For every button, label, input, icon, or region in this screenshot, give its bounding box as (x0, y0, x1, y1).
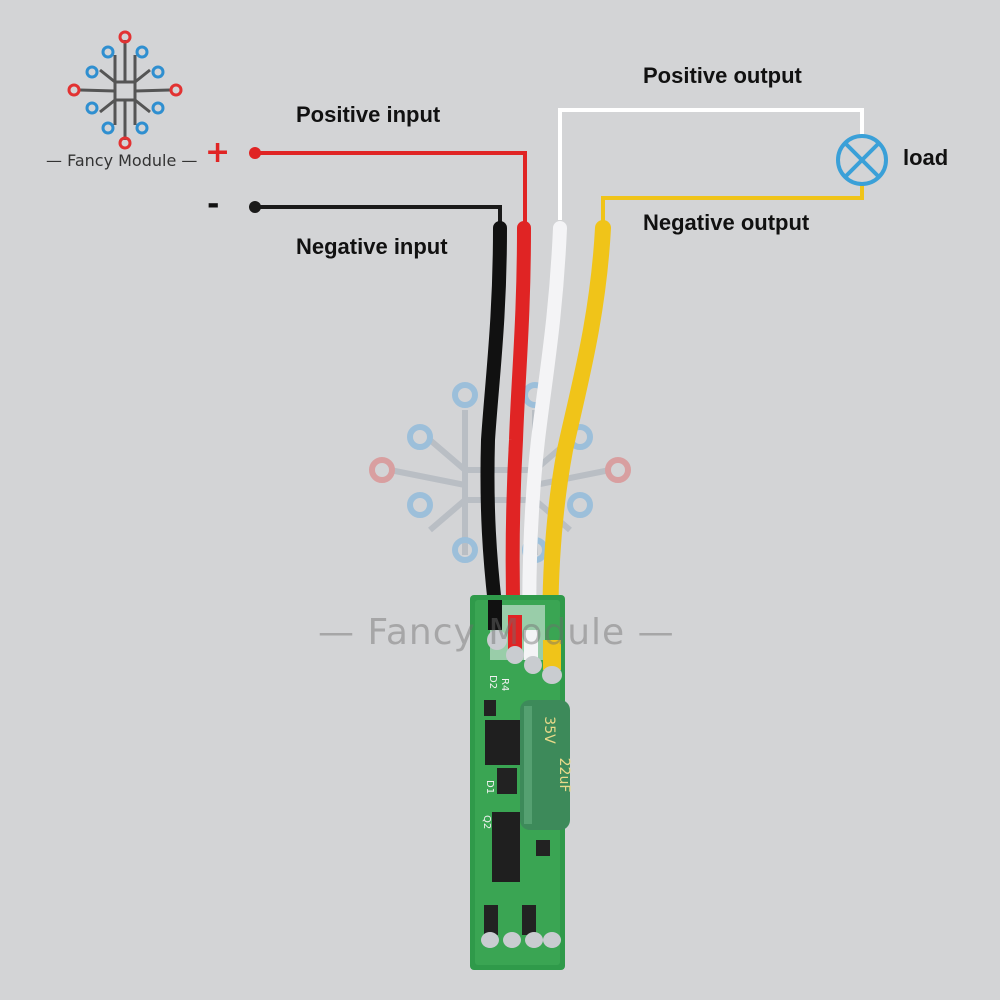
load-label: load (903, 145, 949, 170)
negative-input-terminal (249, 201, 261, 213)
electrolytic-capacitor: 35V 22uF (520, 700, 572, 830)
positive-input-line (255, 151, 527, 230)
lamp-icon (836, 134, 888, 186)
q2-marking: Q2 (481, 815, 492, 829)
watermark-text: — Fancy Module — (318, 612, 675, 653)
red-wire (505, 221, 531, 647)
brand-logo-text: — Fancy Module — (46, 151, 198, 170)
white-wire (522, 221, 567, 662)
watermark-logo-icon (369, 382, 631, 563)
negative-input-label: Negative input (296, 234, 448, 259)
negative-input-line (255, 205, 502, 230)
minus-sign: - (207, 187, 220, 222)
capacitor-rating-text: 35V (541, 716, 557, 744)
capacitor-value-text: 22uF (556, 758, 572, 793)
black-wire (480, 221, 507, 612)
d2-marking: D2 (487, 675, 498, 689)
circuit-logo-icon (67, 30, 183, 150)
positive-output-label: Positive output (643, 63, 802, 88)
negative-output-line (601, 184, 864, 230)
positive-input-terminal (249, 147, 261, 159)
pcb-module: 35V 22uF D2 R4 D1 Q2 (470, 595, 572, 970)
positive-output-line (558, 108, 864, 220)
r4-marking: R4 (499, 678, 510, 691)
d1-marking: D1 (484, 780, 495, 794)
negative-output-label: Negative output (643, 210, 810, 235)
positive-input-label: Positive input (296, 102, 441, 127)
plus-sign: + (205, 135, 231, 170)
